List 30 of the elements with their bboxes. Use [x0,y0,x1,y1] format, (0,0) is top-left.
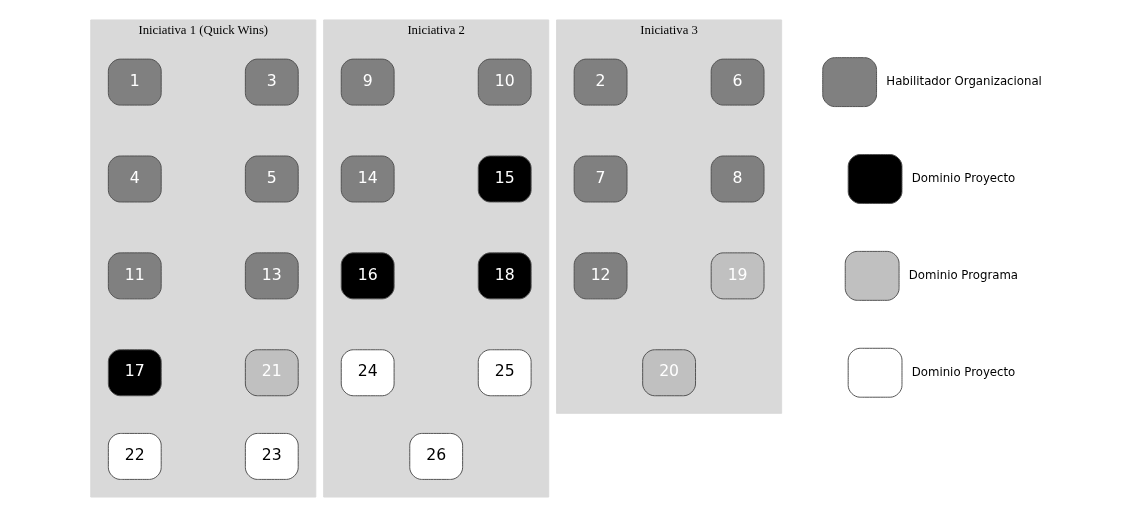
node-box: 4 [107,155,162,203]
node-box: 3 [244,58,299,106]
legend-label: Habilitador Organizacional [885,74,1042,89]
node-box: 24 [340,349,395,397]
node-box: 8 [710,155,764,203]
node-box: 25 [477,349,532,397]
legend-label: Dominio Proyecto [911,364,1015,379]
node-box: 1 [107,58,162,106]
node-box: 17 [107,349,162,397]
legend-label: Dominio Programa [908,267,1018,282]
node-box: 13 [244,252,299,300]
node-box: 7 [573,155,627,203]
node-box: 9 [340,58,395,106]
node-box: 19 [710,252,764,300]
node-box: 14 [340,155,395,203]
node-box: 15 [477,155,532,203]
node-box: 23 [244,432,299,480]
node-box: 10 [477,58,532,106]
node-box: 16 [340,252,395,300]
node-box: 5 [244,155,299,203]
node-box: 6 [710,58,764,106]
node-box: 2 [573,58,627,106]
node-box: 26 [408,432,463,480]
node-box: 20 [641,349,696,397]
node-box: 21 [244,349,299,397]
legend-label: Dominio Proyecto [911,171,1015,186]
node-box: 11 [107,252,162,300]
node-box: 22 [107,432,162,480]
node-box: 18 [477,252,532,300]
node-box: 12 [573,252,627,300]
